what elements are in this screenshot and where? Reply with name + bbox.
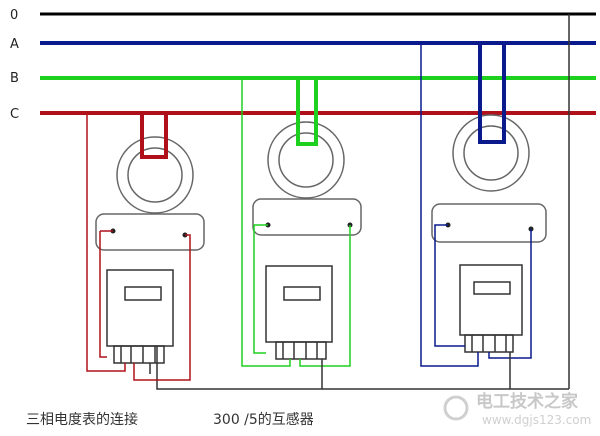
ct-b-s2-lead (299, 225, 351, 367)
bus-label-a: A (10, 37, 19, 52)
caption-meter-connection: 三相电度表的连接 (26, 411, 138, 428)
current-transformer-c (95, 136, 205, 251)
bus-label-c: C (10, 107, 19, 122)
bus-label-0: 0 (10, 8, 18, 23)
bus-label-b: B (10, 71, 19, 86)
ct-c-primary-line (140, 113, 168, 159)
watermark-logo-icon (443, 395, 469, 421)
meter-c-voltage-line (86, 113, 126, 372)
ct-b-primary-line (296, 78, 318, 146)
current-transformer-a (431, 114, 547, 243)
watermark-title: 电工技术之家 (476, 391, 578, 412)
meter-a (459, 264, 523, 353)
ct-a-primary-line (478, 43, 506, 144)
meter-c (106, 269, 174, 364)
current-transformer-b (252, 121, 362, 236)
watermark: 电工技术之家 www.dgjs123.com (443, 391, 591, 427)
ct-b-s1-lead (253, 224, 268, 354)
meter-a-voltage-line (420, 43, 479, 367)
ct-c-s2-lead (133, 234, 191, 381)
meter-b-voltage-line (241, 78, 291, 367)
caption-transformer-ratio: 300 /5的互感器 (213, 411, 314, 428)
watermark-url: www.dgjs123.com (482, 413, 591, 427)
ct-c-s1-drop (99, 231, 107, 358)
neutral-return-line (156, 346, 569, 390)
meter-b (265, 265, 333, 360)
ct-a-s1-lead (434, 224, 465, 347)
